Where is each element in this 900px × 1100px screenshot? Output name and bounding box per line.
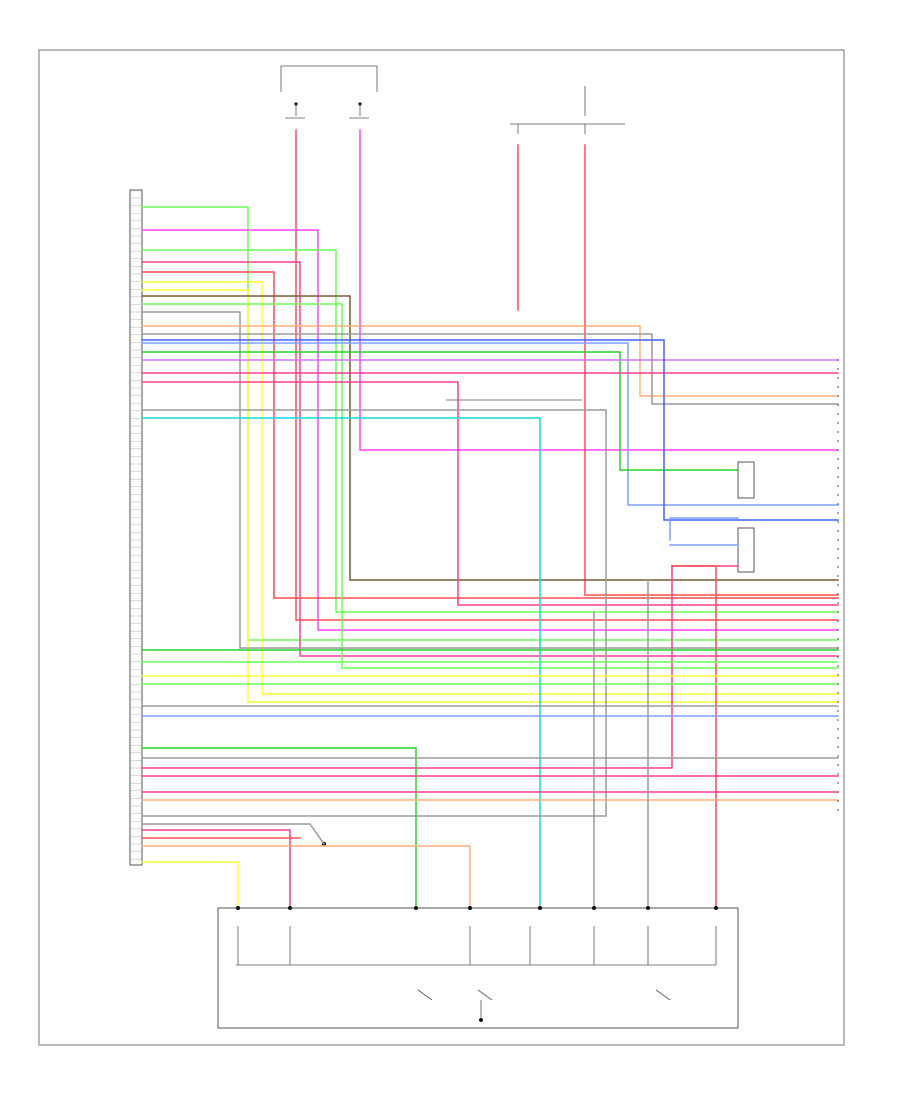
- wire-yellow-11: [141, 289, 839, 703]
- terminal-dot-3: [414, 906, 418, 910]
- right-terminal: [837, 602, 839, 604]
- terminal-dot-8: [714, 906, 718, 910]
- wire-magenta-6: [141, 229, 839, 631]
- wire-pink-28: [141, 565, 673, 769]
- right-terminal: [837, 467, 839, 469]
- wire-orange-15: [141, 325, 839, 397]
- right-terminal: [837, 782, 839, 784]
- terminal-dot-5: [538, 906, 542, 910]
- right-terminal: [837, 440, 839, 442]
- right-terminal: [837, 809, 839, 811]
- right-terminal: [837, 476, 839, 478]
- wire-brown-12: [141, 295, 839, 581]
- right-terminal: [837, 737, 839, 739]
- right-terminal: [837, 359, 839, 361]
- right-terminal: [837, 593, 839, 595]
- wire-red-1: [295, 129, 839, 621]
- right-terminal: [837, 449, 839, 451]
- right-terminal: [837, 710, 839, 712]
- wire-pink-8: [141, 261, 839, 657]
- right-terminal: [837, 557, 839, 559]
- wire-red-29: [671, 565, 717, 909]
- right-terminal: [837, 683, 839, 685]
- right-terminal: [837, 413, 839, 415]
- wire-blue-24: [141, 339, 839, 521]
- wire-orange-44: [141, 845, 471, 909]
- wire-red-4: [584, 144, 839, 596]
- ignition-relay: [280, 65, 378, 119]
- right-terminal: [837, 512, 839, 514]
- wire-green-18: [141, 351, 739, 471]
- wire-yellow-10: [141, 281, 839, 695]
- right-terminal: [837, 764, 839, 766]
- wire-lightgreen-7: [141, 249, 839, 613]
- right-terminal: [837, 377, 839, 379]
- wire-yellow-45: [141, 861, 239, 909]
- right-terminal: [837, 548, 839, 550]
- right-terminal: [837, 629, 839, 631]
- wire-gray-14: [141, 311, 839, 649]
- wire-lightblue-25: [669, 517, 739, 541]
- right-terminal: [837, 800, 839, 802]
- wire-pink-42: [141, 829, 291, 909]
- right-terminal: [837, 647, 839, 649]
- wire-pink-21: [141, 381, 839, 606]
- solenoid-body-box: [217, 907, 739, 1029]
- right-terminal: [837, 386, 839, 388]
- right-terminal: [837, 485, 839, 487]
- transmission-solenoid-body: [217, 907, 739, 1029]
- pcm-connector-body: [129, 189, 143, 866]
- wire-layer: [141, 129, 839, 910]
- wire-cyan-22: [141, 417, 541, 909]
- right-terminal: [837, 494, 839, 496]
- ignition-switch: [510, 86, 625, 134]
- right-terminal: [837, 422, 839, 424]
- wire-gray-16: [141, 333, 839, 405]
- right-terminal: [837, 503, 839, 505]
- right-terminal: [837, 620, 839, 622]
- right-terminal: [837, 755, 839, 757]
- terminal-dot-4: [468, 906, 472, 910]
- right-terminal: [837, 575, 839, 577]
- right-terminal: [837, 431, 839, 433]
- wire-green-36: [141, 747, 417, 909]
- right-terminal: [837, 656, 839, 658]
- right-terminal: [837, 458, 839, 460]
- right-terminal: [837, 404, 839, 406]
- right-terminal: [837, 701, 839, 703]
- right-terminal: [837, 773, 839, 775]
- right-terminal: [837, 521, 839, 523]
- right-terminal: [837, 638, 839, 640]
- right-terminal: [837, 791, 839, 793]
- wire-red-9: [141, 271, 839, 599]
- right-terminal: [837, 728, 839, 730]
- wire-gray-23: [141, 409, 607, 817]
- wire-gray-41: [141, 823, 326, 846]
- right-terminal: [837, 395, 839, 397]
- right-terminal: [837, 566, 839, 568]
- right-terminal: [837, 368, 839, 370]
- output-shaft-speed-sensor: [737, 461, 755, 499]
- terminal-dot-6: [592, 906, 596, 910]
- turbine-shaft-speed-sensor: [737, 527, 755, 573]
- right-terminal: [837, 530, 839, 532]
- right-terminal: [837, 665, 839, 667]
- right-terminal: [837, 746, 839, 748]
- pcm-connector: [129, 189, 143, 866]
- wire-lightgreen-13: [141, 303, 839, 669]
- wire-lightblue-17: [141, 342, 839, 506]
- right-terminal: [837, 611, 839, 613]
- right-terminal: [837, 674, 839, 676]
- right-terminal: [837, 584, 839, 586]
- wire-magenta-2: [359, 129, 839, 451]
- terminal-dot-7: [646, 906, 650, 910]
- right-terminal: [837, 539, 839, 541]
- right-terminal: [837, 719, 839, 721]
- terminal-dot-2: [288, 906, 292, 910]
- diagram-border: [38, 49, 845, 1046]
- right-terminal: [837, 692, 839, 694]
- terminal-dot-1: [236, 906, 240, 910]
